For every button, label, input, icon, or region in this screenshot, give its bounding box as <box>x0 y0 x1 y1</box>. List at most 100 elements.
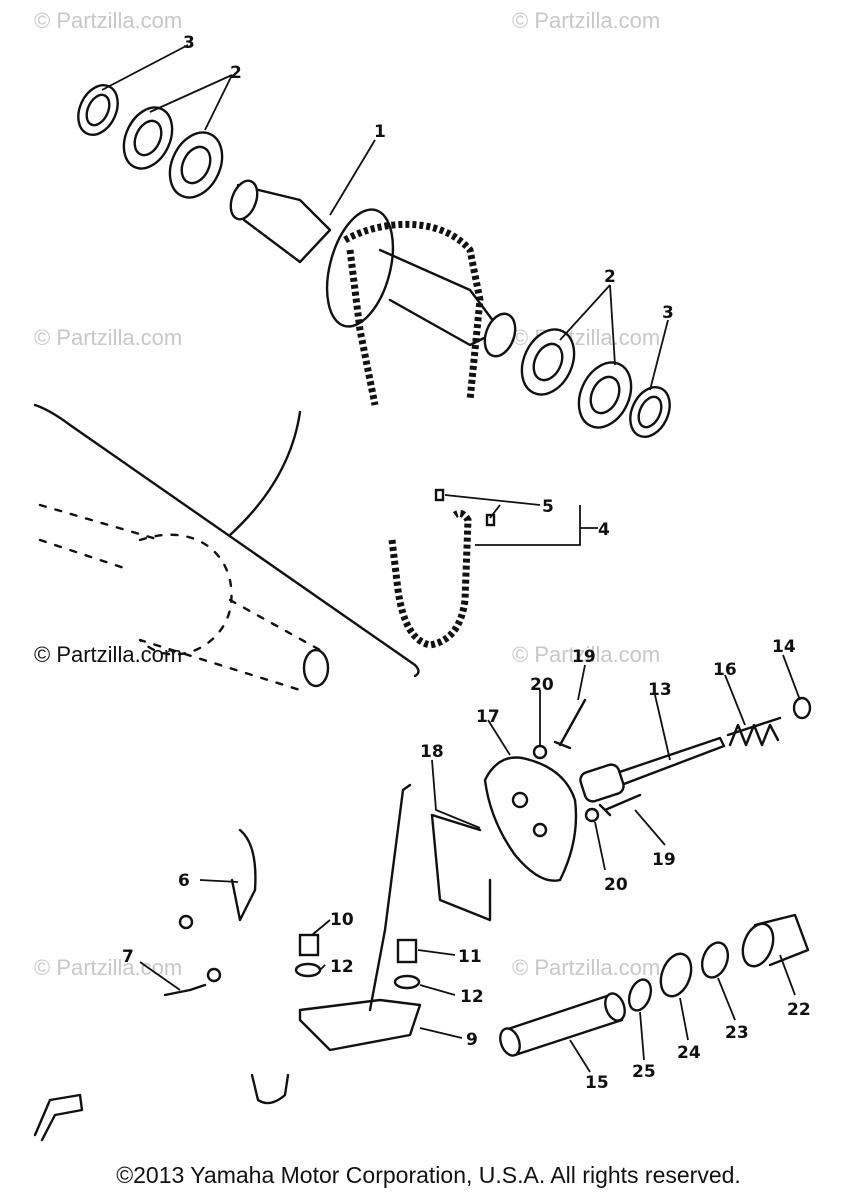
copyright-notice: ©2013 Yamaha Motor Corporation, U.S.A. A… <box>116 1162 741 1188</box>
callout-24: 24 <box>677 1043 701 1063</box>
leader-22 <box>779 954 796 996</box>
washer-13 <box>294 962 322 978</box>
watermark: © Partzilla.com <box>512 955 660 980</box>
spacer-10 <box>298 933 320 957</box>
callout-4: 4 <box>598 520 610 540</box>
housing-outline <box>33 403 420 678</box>
washer-21-lower <box>584 807 600 823</box>
bracket-6 <box>230 828 257 922</box>
watermark: © Partzilla.com <box>512 8 660 33</box>
drive-chain-4 <box>388 509 472 649</box>
watermark: © Partzilla.com <box>512 642 660 667</box>
callout-15: 14 <box>772 637 796 657</box>
callout-18: 17 <box>476 707 500 727</box>
bolt-20-top <box>553 698 587 750</box>
callout-10: 10 <box>330 910 354 930</box>
spacer-11 <box>396 938 418 964</box>
shift-rod-14 <box>579 736 726 803</box>
spring-17 <box>726 716 782 747</box>
washer-25 <box>627 978 653 1012</box>
washer-21-top <box>532 744 548 760</box>
ring-23 <box>700 941 730 979</box>
callout-13: 12 <box>330 957 354 977</box>
callout-1: 1 <box>374 122 386 142</box>
leader-15 <box>782 654 801 701</box>
leader-10 <box>311 919 331 936</box>
callout-19: 18 <box>420 742 444 762</box>
callout-17: 16 <box>713 660 737 680</box>
leader-11 <box>417 949 456 956</box>
bolt-20-lower <box>598 793 642 817</box>
shaft-16 <box>499 992 626 1057</box>
callout-3-top: 3 <box>183 33 195 53</box>
leader-1 <box>329 139 376 216</box>
bearing-upper-left-a <box>122 106 174 170</box>
callout-21-lower: 20 <box>604 875 628 895</box>
front-arrow <box>33 1093 84 1142</box>
leader-18 <box>487 719 511 756</box>
bolt-7 <box>178 914 194 930</box>
leader-20-lower <box>634 809 666 846</box>
seal-upper-left <box>77 84 119 136</box>
bearing-upper-left-b <box>168 131 224 199</box>
callout-3-right: 3 <box>662 303 674 323</box>
watermark: © Partzilla.com <box>34 8 182 33</box>
watermark: © Partzilla.com <box>34 325 182 350</box>
callout-20-top: 19 <box>572 647 596 667</box>
callout-7: 7 <box>122 947 134 967</box>
leader-3-right <box>649 319 669 391</box>
callout-23: 23 <box>725 1023 749 1043</box>
callout-9: 9 <box>466 1030 478 1050</box>
callout-2-top: 2 <box>230 63 242 83</box>
leader-2-top <box>149 74 233 131</box>
clip-7 <box>163 983 207 997</box>
leader-12 <box>419 984 456 996</box>
callout-16: 15 <box>585 1073 609 1093</box>
leader-6 <box>199 879 239 883</box>
watermark: © Partzilla.com <box>34 955 182 980</box>
leader-14 <box>654 694 671 761</box>
leader-23 <box>717 977 736 1021</box>
seal-upper-right <box>629 386 671 438</box>
leader-19 <box>431 759 481 829</box>
leader-16 <box>569 1039 591 1073</box>
crankshaft-drive <box>229 179 517 358</box>
leader-4 <box>475 505 598 546</box>
callout-14: 13 <box>648 680 672 700</box>
leader-7 <box>139 961 181 991</box>
bearing-upper-right-a <box>520 328 576 396</box>
callout-12: 12 <box>460 987 484 1007</box>
leader-2-right <box>559 284 616 366</box>
leader-20-top <box>577 664 586 701</box>
sleeve-22 <box>741 913 810 968</box>
leader-13 <box>319 964 326 971</box>
shift-arm-9 <box>298 788 422 1052</box>
washer-12 <box>393 974 421 990</box>
leader-24 <box>679 997 689 1041</box>
leader-9 <box>419 1027 463 1039</box>
callout-5: 5 <box>542 497 554 517</box>
callout-22: 22 <box>787 1000 811 1020</box>
washer-7 <box>206 967 222 983</box>
pin-set-19 <box>430 813 492 922</box>
callout-25: 25 <box>632 1062 656 1082</box>
bushing-24 <box>659 952 693 998</box>
shift-lever-arm <box>401 783 412 792</box>
housing-shaft-end <box>302 648 330 688</box>
callout-11: 11 <box>458 947 482 967</box>
callout-2-right: 2 <box>604 267 616 287</box>
leader-3-top <box>101 44 189 91</box>
housing-arc <box>228 410 302 537</box>
leader-21-lower <box>594 821 606 871</box>
drive-chain-upper <box>343 220 484 406</box>
callout-20-lower: 19 <box>652 850 676 870</box>
callout-21-top: 20 <box>530 675 554 695</box>
chain-link-5-b <box>485 513 496 527</box>
shift-guide-18 <box>483 756 578 882</box>
leader-5 <box>444 494 541 519</box>
leader-17 <box>724 674 746 726</box>
leader-25 <box>639 1011 645 1061</box>
housing-sprocket-ghost <box>38 503 322 692</box>
callout-6: 6 <box>178 871 190 891</box>
